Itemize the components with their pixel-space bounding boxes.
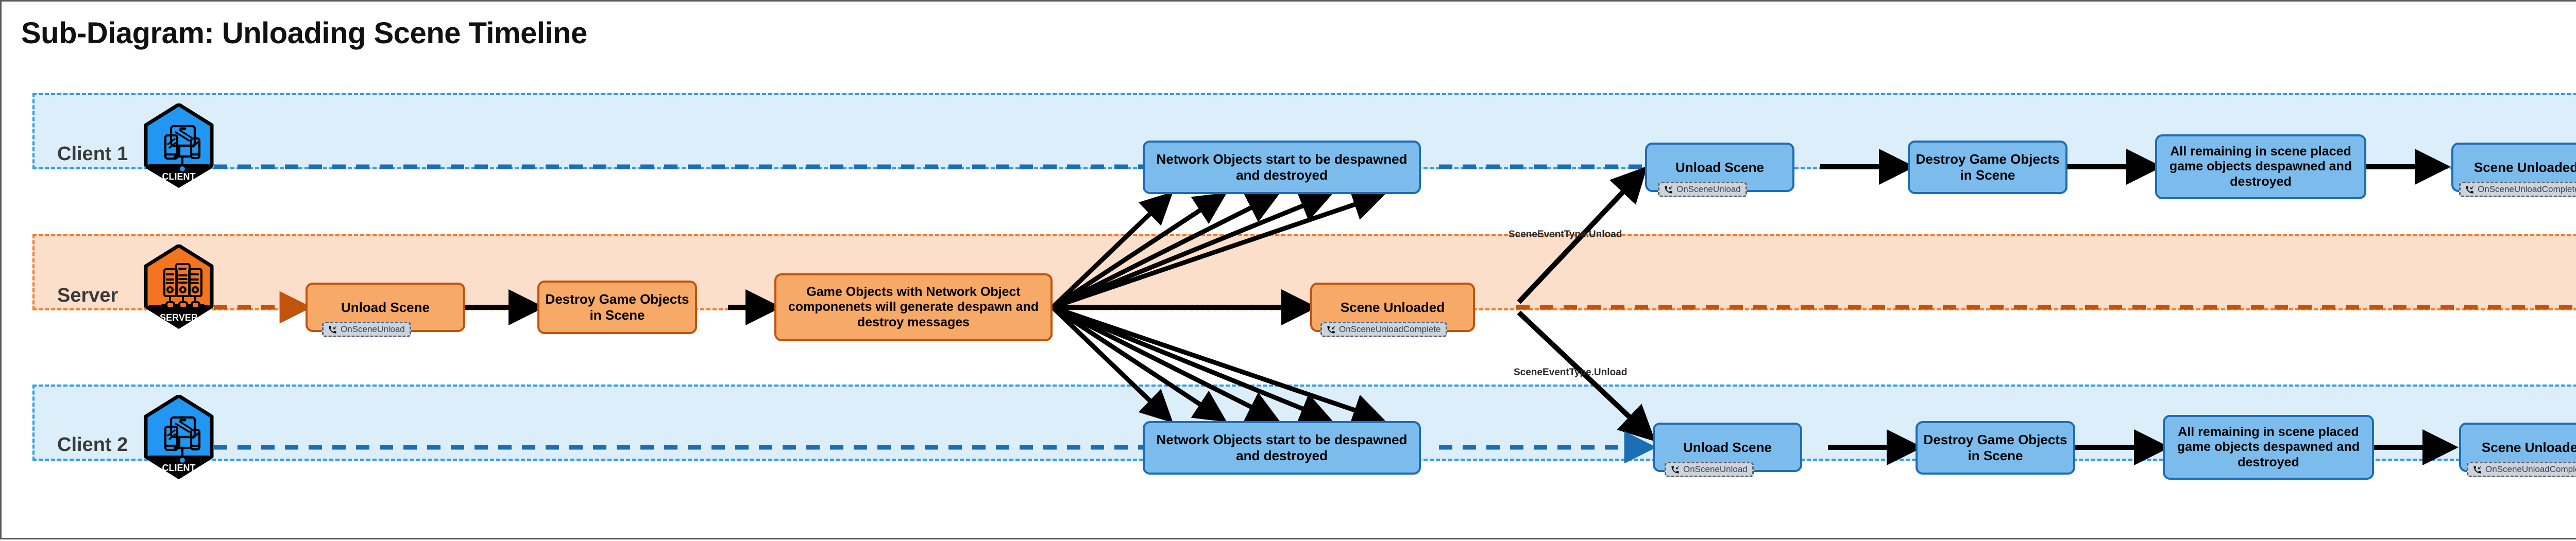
badge-caption-client2: CLIENT — [162, 463, 196, 473]
phone-callback-icon — [2465, 185, 2474, 194]
node-s-generate[interactable]: Game Objects with Network Object compone… — [774, 273, 1053, 341]
edge-label-to-client1: SceneEventType.Unload — [1509, 229, 1622, 240]
node-c1-despawn[interactable]: Network Objects start to be despawned an… — [1143, 141, 1421, 194]
callback-label: OnSceneUnload — [1683, 464, 1748, 474]
callback-s-unloaded[interactable]: OnSceneUnloadComplete — [1320, 322, 1447, 337]
callback-c1-unloaded[interactable]: OnSceneUnloadComplete — [2459, 182, 2576, 197]
callback-c2-unloaded[interactable]: OnSceneUnloadComplete — [2467, 462, 2576, 477]
node-c2-despawn[interactable]: Network Objects start to be despawned an… — [1143, 421, 1421, 475]
lane-label-client2: Client 2 — [57, 434, 128, 456]
badge-caption-server: SERVER — [160, 312, 198, 323]
badge-caption-client1: CLIENT — [162, 171, 196, 182]
phone-callback-icon — [2473, 465, 2482, 474]
devices-monitor-icon — [164, 416, 201, 465]
callback-label: OnSceneUnload — [1676, 184, 1741, 194]
node-s-destroy[interactable]: Destroy Game Objects in Scene — [537, 281, 697, 334]
callback-c1-unload[interactable]: OnSceneUnload — [1658, 182, 1747, 197]
node-c1-remaining[interactable]: All remaining in scene placed game objec… — [2155, 134, 2366, 199]
callback-label: OnSceneUnloadComplete — [2485, 464, 2576, 474]
node-c2-destroy[interactable]: Destroy Game Objects in Scene — [1916, 421, 2075, 475]
phone-callback-icon — [328, 325, 337, 334]
badge-client1: CLIENT — [144, 102, 214, 189]
lane-label-server: Server — [57, 285, 118, 306]
edge-label-to-client2: SceneEventType.Unload — [1514, 367, 1628, 378]
callback-label: OnSceneUnloadComplete — [1339, 324, 1441, 334]
node-c2-remaining[interactable]: All remaining in scene placed game objec… — [2163, 415, 2374, 480]
phone-callback-icon — [1671, 465, 1680, 474]
lane-label-client1: Client 1 — [57, 143, 128, 165]
badge-server: SERVER — [144, 243, 214, 330]
badge-client2: CLIENT — [144, 394, 214, 480]
callback-label: OnSceneUnloadComplete — [2478, 184, 2576, 194]
devices-monitor-icon — [164, 125, 201, 174]
page-title: Sub-Diagram: Unloading Scene Timeline — [21, 16, 587, 50]
phone-callback-icon — [1327, 325, 1335, 334]
phone-callback-icon — [1664, 185, 1673, 194]
server-racks-icon — [161, 263, 205, 309]
callback-s-unload[interactable]: OnSceneUnload — [322, 322, 411, 337]
callback-c2-unload[interactable]: OnSceneUnload — [1665, 462, 1754, 477]
node-c1-destroy[interactable]: Destroy Game Objects in Scene — [1908, 141, 2067, 194]
callback-label: OnSceneUnload — [341, 324, 405, 334]
